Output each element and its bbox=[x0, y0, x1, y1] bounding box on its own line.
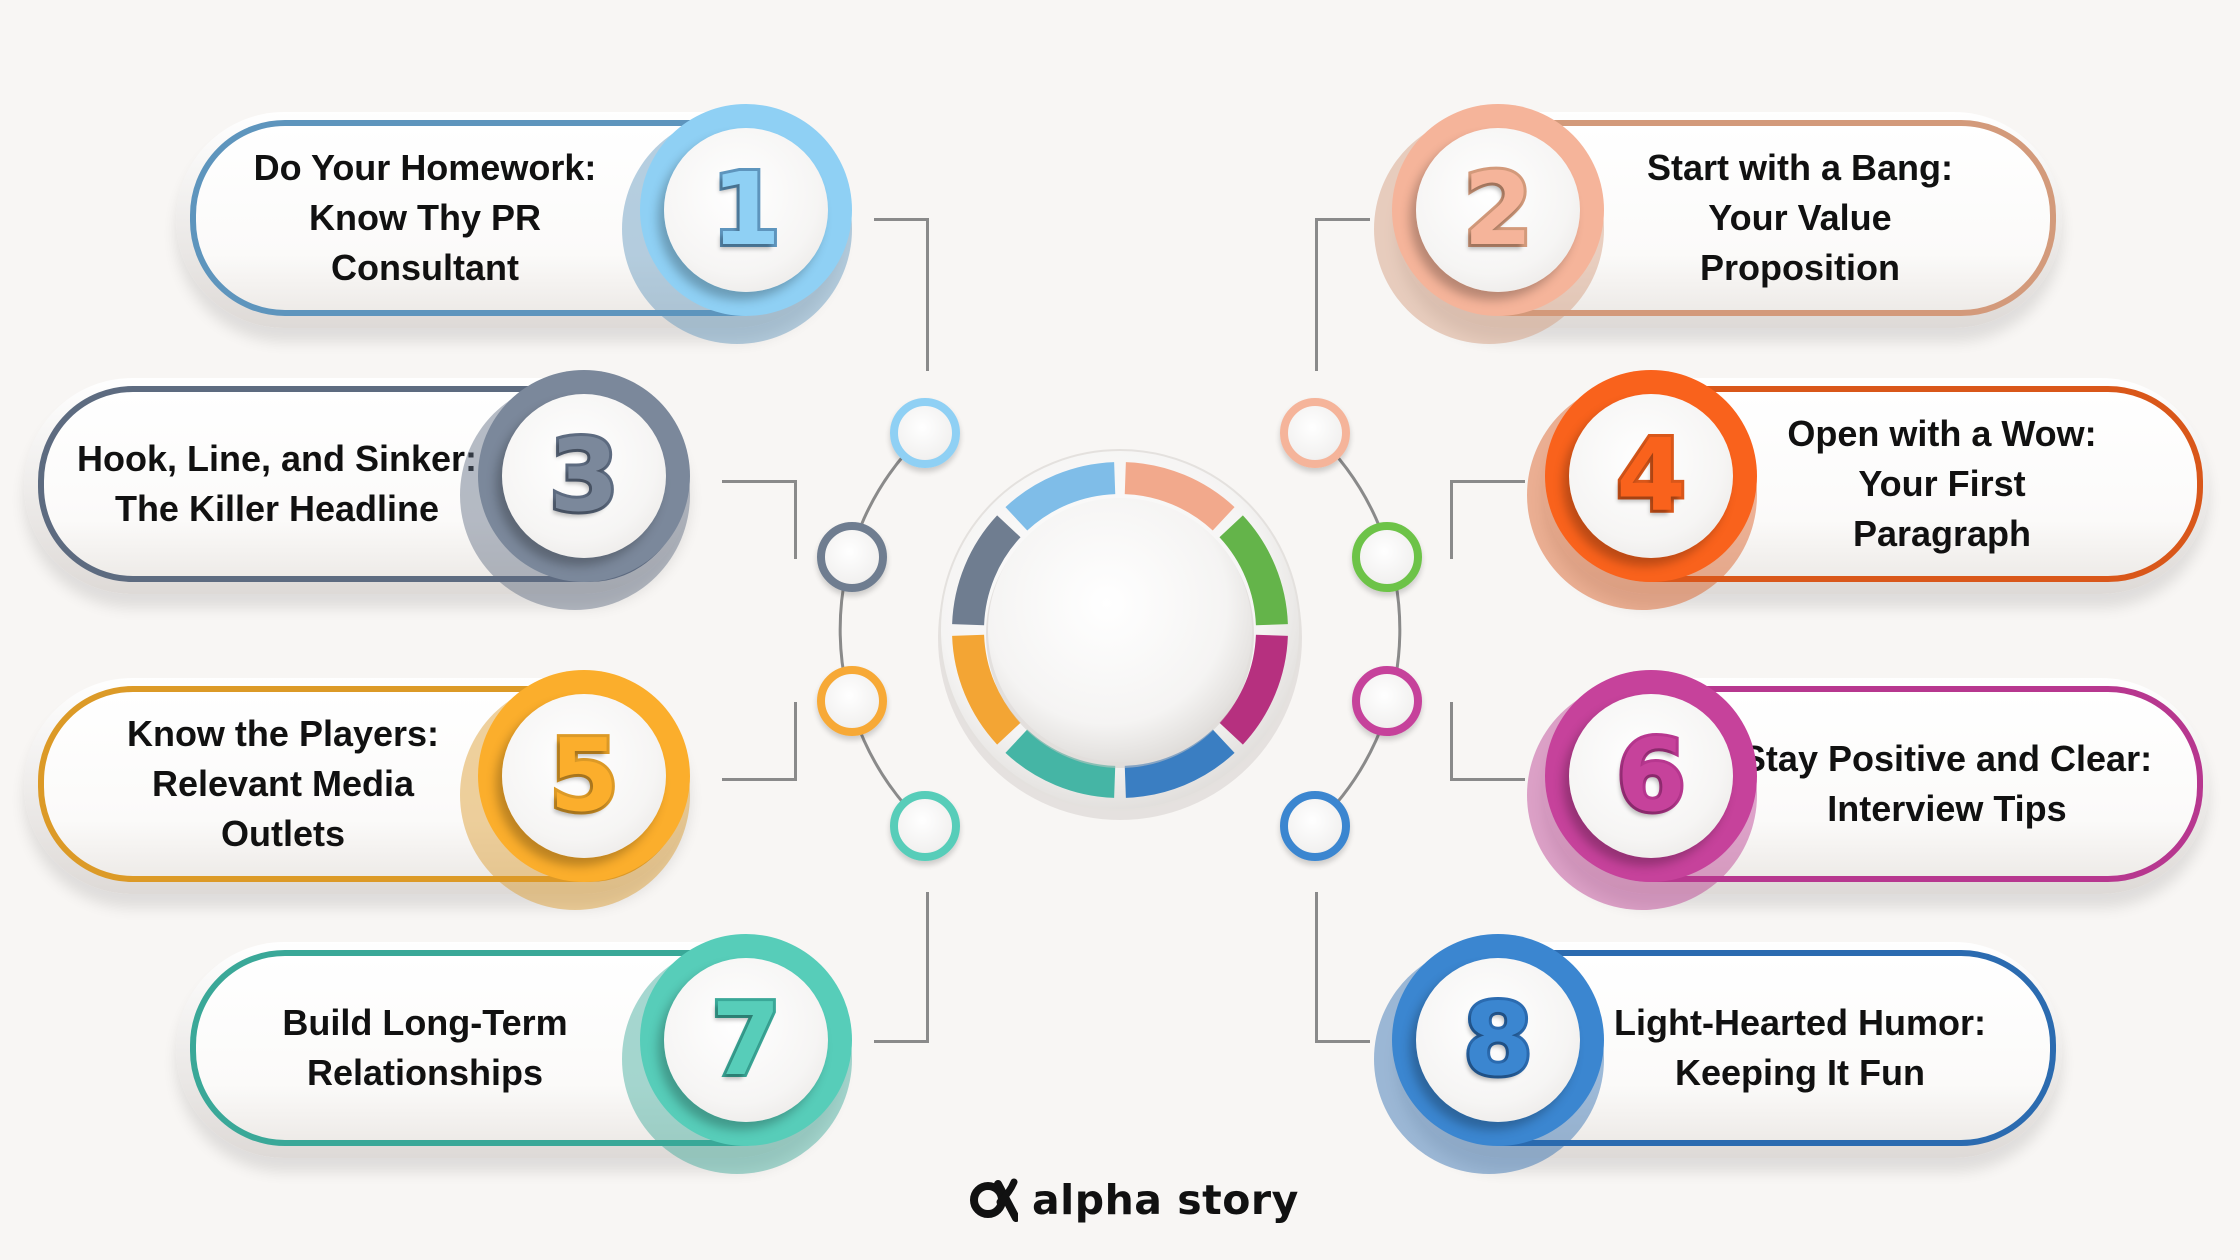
connector-line-6 bbox=[1450, 702, 1525, 781]
badge-face: 6 bbox=[1569, 694, 1733, 858]
step-title-line: Your First bbox=[1858, 463, 2026, 504]
connector-line-5 bbox=[722, 702, 797, 781]
step-title-line: Proposition bbox=[1700, 247, 1900, 288]
step-number-badge-2: 2 bbox=[1374, 104, 1604, 344]
step-number: 7 bbox=[708, 981, 784, 1098]
step-title-line: Consultant bbox=[331, 247, 519, 288]
badge-face: 4 bbox=[1569, 394, 1733, 558]
step-title-line: Keeping It Fun bbox=[1675, 1052, 1925, 1093]
step-title-line: Do Your Homework: bbox=[253, 147, 597, 188]
connector-line-2 bbox=[1315, 218, 1370, 371]
step-title: Light-Hearted Humor: Keeping It Fun bbox=[1580, 950, 2020, 1146]
step-title-line: Paragraph bbox=[1852, 513, 2032, 554]
badge-face: 1 bbox=[664, 128, 828, 292]
guide-arc-left bbox=[838, 431, 927, 828]
step-number-badge-8: 8 bbox=[1374, 934, 1604, 1174]
connector-node-2 bbox=[1280, 398, 1350, 468]
ring-segment-4 bbox=[1124, 729, 1235, 798]
step-title-line: Open with a Wow: bbox=[1787, 413, 2097, 454]
ring-segment-2 bbox=[1219, 515, 1288, 626]
step-number: 6 bbox=[1613, 717, 1689, 834]
connector-line-7 bbox=[874, 892, 929, 1043]
badge-face: 7 bbox=[664, 958, 828, 1122]
connector-node-5 bbox=[817, 666, 887, 736]
connector-line-3 bbox=[722, 480, 797, 559]
badge-face: 5 bbox=[502, 694, 666, 858]
step-title-line: Know the Players: bbox=[126, 713, 440, 754]
ring-segment-5 bbox=[1005, 729, 1116, 798]
step-number: 5 bbox=[546, 717, 622, 834]
step-title-line: Relationships bbox=[306, 1052, 544, 1093]
alpha-logo-icon bbox=[970, 1178, 1018, 1222]
connector-node-6 bbox=[1352, 666, 1422, 736]
step-title-line: Your Value bbox=[1708, 197, 1892, 238]
step-number: 1 bbox=[708, 151, 784, 268]
step-number-badge-4: 4 bbox=[1527, 370, 1757, 610]
step-number-badge-3: 3 bbox=[460, 370, 690, 610]
step-title: Hook, Line, and Sinker: The Killer Headli… bbox=[52, 386, 502, 582]
brand-name: alpha story bbox=[1032, 1176, 1299, 1224]
connector-node-8 bbox=[1280, 791, 1350, 861]
connector-line-4 bbox=[1450, 480, 1525, 559]
connector-node-1 bbox=[890, 398, 960, 468]
step-number-badge-1: 1 bbox=[622, 104, 852, 344]
step-title: Stay Positive and Clear: Interview Tips bbox=[1707, 686, 2187, 882]
step-number: 3 bbox=[546, 417, 622, 534]
step-number-badge-5: 5 bbox=[460, 670, 690, 910]
step-title-line: Know Thy PR bbox=[308, 197, 541, 238]
step-title-line: Relevant Media bbox=[151, 763, 415, 804]
step-number-badge-6: 6 bbox=[1527, 670, 1757, 910]
step-title-line: Outlets bbox=[220, 813, 345, 854]
connector-node-7 bbox=[890, 791, 960, 861]
ring-segment-6 bbox=[952, 634, 1021, 745]
badge-face: 3 bbox=[502, 394, 666, 558]
step-title-line: Stay Positive and Clear: bbox=[1741, 738, 2153, 779]
ring-segment-3 bbox=[1219, 634, 1288, 745]
ring-segment-7 bbox=[952, 515, 1021, 626]
ring-segment-8 bbox=[1005, 462, 1116, 531]
step-number-badge-7: 7 bbox=[622, 934, 852, 1174]
ring-segment-1 bbox=[1124, 462, 1235, 531]
badge-face: 2 bbox=[1416, 128, 1580, 292]
step-title-line: Build Long-Term bbox=[282, 1002, 568, 1043]
hub-center bbox=[988, 498, 1252, 762]
step-title-line: Hook, Line, and Sinker: bbox=[76, 438, 478, 479]
step-title: Do Your Homework: Know Thy PR Consultant bbox=[220, 120, 630, 316]
connector-node-3 bbox=[817, 522, 887, 592]
step-number: 8 bbox=[1460, 981, 1536, 1098]
step-title-line: Interview Tips bbox=[1827, 788, 2067, 829]
connector-line-8 bbox=[1315, 892, 1370, 1043]
step-number: 4 bbox=[1613, 417, 1689, 534]
connector-node-4 bbox=[1352, 522, 1422, 592]
connector-line-1 bbox=[874, 218, 929, 371]
guide-arc-right bbox=[1313, 431, 1402, 828]
brand-logo: alpha story bbox=[968, 1172, 1299, 1228]
step-title-line: The Killer Headline bbox=[114, 488, 440, 529]
badge-face: 8 bbox=[1416, 958, 1580, 1122]
step-title-line: Light-Hearted Humor: bbox=[1614, 1002, 1986, 1043]
step-number: 2 bbox=[1460, 151, 1536, 268]
step-title-line: Start with a Bang: bbox=[1646, 147, 1954, 188]
